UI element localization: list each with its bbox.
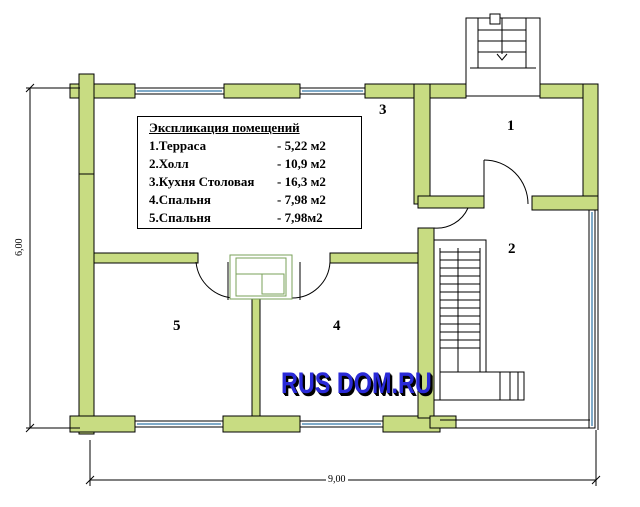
legend-room-name: 1.Терраса [149,138,207,153]
wall-right-upper [413,83,431,205]
legend-room-area: - 7,98м2 [277,210,323,225]
room-number-2: 2 [508,241,516,257]
legend-room-area: - 10,9 м2 [277,156,326,171]
room-number-5: 5 [173,318,181,334]
wall-left-upper [78,73,95,175]
legend-room-area: - 5,22 м2 [277,138,326,153]
legend-row: 3.Кухня Столовая - 16,3 м2 [149,174,326,190]
wall-top-mid [223,83,301,99]
room-number-1: 1 [507,118,515,134]
wall-bottom-hall [429,415,457,429]
wall-left-lower [78,173,95,435]
legend-row: 5.Спальня - 7,98м2 [149,210,323,226]
entrance-steps [465,13,541,97]
dimension-height-label: 6,00 [14,238,25,257]
dimension-width-label: 9,00 [326,474,348,485]
legend-row: 2.Холл - 10,9 м2 [149,156,326,172]
legend-box: Экспликация помещений 1.Терраса - 5,22 м2… [137,116,362,229]
wall-bottom-left [69,415,136,433]
legend-room-name: 5.Спальня [149,210,211,225]
room-number-4: 4 [333,318,341,334]
terrace-top [429,83,467,99]
wall-interior-mid [329,252,419,264]
terrace-bottom [531,195,599,211]
room-number-3: 3 [379,102,387,118]
legend-row: 4.Спальня - 7,98 м2 [149,192,326,208]
legend-room-name: 4.Спальня [149,192,211,207]
legend-room-area: - 7,98 м2 [277,192,326,207]
legend-row: 1.Терраса - 5,22 м2 [149,138,326,154]
staircase [433,239,525,401]
legend-room-name: 3.Кухня Столовая [149,174,255,189]
legend-room-area: - 16,3 м2 [277,174,326,189]
wall-bottom-mid [222,415,301,433]
legend-title: Экспликация помещений [149,120,300,135]
legend-room-name: 2.Холл [149,156,189,171]
terrace-right [582,83,599,205]
watermark-logo: RUS DOM.RU [281,367,432,400]
dimension-lines [25,83,601,486]
wall-interior-left [93,252,199,264]
fixture-box [229,254,293,300]
wall-right-mid [417,195,485,209]
doors [195,159,529,300]
wall-interior-vertical [251,295,261,417]
